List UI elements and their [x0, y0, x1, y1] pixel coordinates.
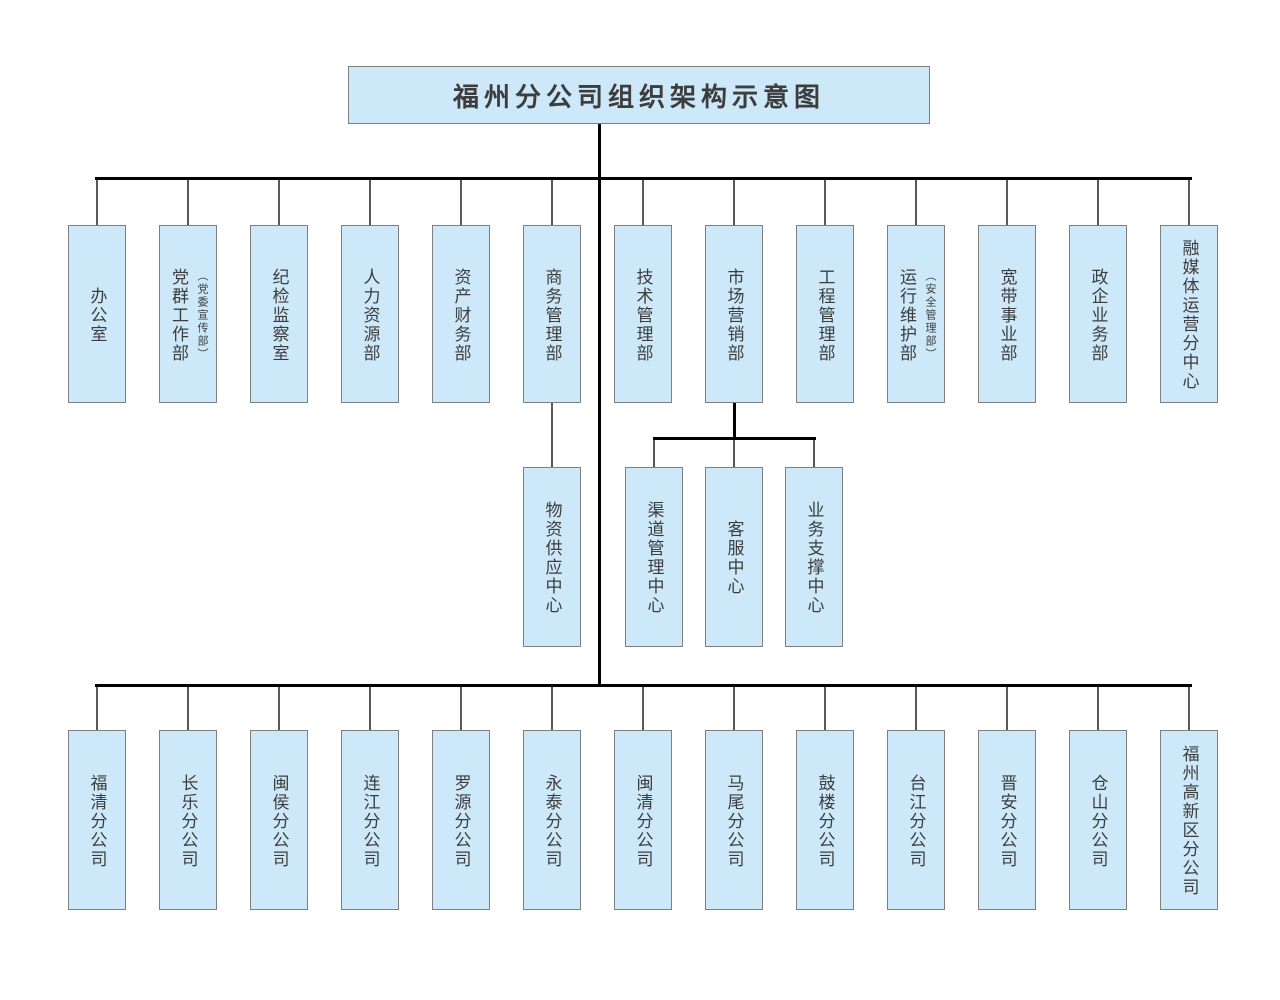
branch-riser-line — [278, 687, 280, 730]
branch-riser-line — [460, 687, 462, 730]
dept-riser-line — [1006, 180, 1008, 225]
dept-label: 党群工作部 — [169, 267, 188, 363]
market-children-line — [653, 437, 816, 440]
branch-box: 台江分公司 — [887, 730, 945, 910]
branch-riser-line — [1188, 687, 1190, 730]
dept-box: 政企业务部 — [1069, 225, 1127, 403]
branch-label: 台江分公司 — [906, 773, 926, 869]
title-box: 福州分公司组织架构示意图 — [348, 66, 930, 124]
branch-box: 鼓楼分公司 — [796, 730, 854, 910]
dept-label: 人力资源部 — [360, 267, 380, 363]
branch-riser-line — [551, 687, 553, 730]
dept-distribution-line — [95, 177, 1192, 180]
subcenter-riser-line — [813, 440, 815, 467]
subcenter-label: 业务支撑中心 — [804, 501, 824, 615]
branch-box: 晋安分公司 — [978, 730, 1036, 910]
subcenter-box: 渠道管理中心 — [625, 467, 683, 647]
dept-label: 商务管理部 — [542, 267, 562, 363]
subcenter-label: 渠道管理中心 — [644, 501, 664, 615]
branch-riser-line — [824, 687, 826, 730]
branch-box: 福清分公司 — [68, 730, 126, 910]
dept-riser-line — [915, 180, 917, 225]
branch-box: 长乐分公司 — [159, 730, 217, 910]
subcenter-label: 客服中心 — [724, 520, 744, 596]
dept-label: 资产财务部 — [451, 267, 471, 363]
branch-box: 福州高新区分公司 — [1160, 730, 1218, 910]
branch-label: 长乐分公司 — [178, 773, 198, 869]
dept-riser-line — [642, 180, 644, 225]
dept-riser-line — [1188, 180, 1190, 225]
dept-box: 宽带事业部 — [978, 225, 1036, 403]
branch-riser-line — [187, 687, 189, 730]
subcenter-riser-line — [653, 440, 655, 467]
subcenter-box: 客服中心 — [705, 467, 763, 647]
subcenter-box: 业务支撑中心 — [785, 467, 843, 647]
branch-label: 鼓楼分公司 — [815, 773, 835, 869]
branch-box: 连江分公司 — [341, 730, 399, 910]
branch-riser-line — [369, 687, 371, 730]
dept-box: 人力资源部 — [341, 225, 399, 403]
branch-label: 福州高新区分公司 — [1179, 745, 1199, 897]
branch-label: 福清分公司 — [87, 773, 107, 869]
org-trunk-line — [598, 124, 601, 687]
subcenter-riser-line — [551, 403, 553, 467]
subcenter-riser-line — [733, 440, 735, 467]
dept-box: 办公室 — [68, 225, 126, 403]
subcenter-box: 物资供应中心 — [523, 467, 581, 647]
dept-riser-line — [460, 180, 462, 225]
branch-riser-line — [915, 687, 917, 730]
branch-label: 永泰分公司 — [542, 773, 562, 869]
dept-riser-line — [369, 180, 371, 225]
dept-riser-line — [1097, 180, 1099, 225]
branch-label: 马尾分公司 — [724, 773, 744, 869]
dept-label: 宽带事业部 — [997, 267, 1017, 363]
dept-label: 办公室 — [87, 286, 107, 344]
branch-box: 闽侯分公司 — [250, 730, 308, 910]
dept-label: 纪检监察室 — [269, 267, 289, 363]
dept-annotation: （安全管理部） — [924, 269, 936, 361]
dept-riser-line — [824, 180, 826, 225]
branch-distribution-line — [95, 684, 1192, 687]
dept-box: 资产财务部 — [432, 225, 490, 403]
dept-box: 市场营销部 — [705, 225, 763, 403]
dept-label: 运行维护部 — [897, 267, 916, 363]
dept-box: 技术管理部 — [614, 225, 672, 403]
branch-box: 仓山分公司 — [1069, 730, 1127, 910]
dept-label: 市场营销部 — [724, 267, 744, 363]
branch-label: 晋安分公司 — [997, 773, 1017, 869]
dept-box: 商务管理部 — [523, 225, 581, 403]
dept-riser-line — [278, 180, 280, 225]
dept-riser-line — [96, 180, 98, 225]
branch-label: 闽侯分公司 — [269, 773, 289, 869]
dept-label: 技术管理部 — [633, 267, 653, 363]
dept-box: 党群工作部 （党委宣传部） — [159, 225, 217, 403]
subcenter-label: 物资供应中心 — [542, 501, 562, 615]
dept-box: 融媒体运营分中心 — [1160, 225, 1218, 403]
dept-annotation: （党委宣传部） — [196, 269, 208, 361]
dept-riser-line — [733, 180, 735, 225]
branch-box: 罗源分公司 — [432, 730, 490, 910]
branch-label: 闽清分公司 — [633, 773, 653, 869]
branch-riser-line — [1097, 687, 1099, 730]
branch-box: 马尾分公司 — [705, 730, 763, 910]
branch-label: 罗源分公司 — [451, 773, 471, 869]
branch-riser-line — [96, 687, 98, 730]
branch-riser-line — [642, 687, 644, 730]
branch-riser-line — [1006, 687, 1008, 730]
dept-label: 融媒体运营分中心 — [1179, 239, 1199, 391]
branch-label: 连江分公司 — [360, 773, 380, 869]
market-drop-line — [733, 403, 736, 440]
dept-riser-line — [187, 180, 189, 225]
dept-box: 运行维护部 （安全管理部） — [887, 225, 945, 403]
dept-box: 纪检监察室 — [250, 225, 308, 403]
dept-box: 工程管理部 — [796, 225, 854, 403]
branch-box: 闽清分公司 — [614, 730, 672, 910]
branch-box: 永泰分公司 — [523, 730, 581, 910]
dept-label: 政企业务部 — [1088, 267, 1108, 363]
chart-title: 福州分公司组织架构示意图 — [452, 81, 825, 112]
branch-label: 仓山分公司 — [1088, 773, 1108, 869]
dept-label: 工程管理部 — [815, 267, 835, 363]
branch-riser-line — [733, 687, 735, 730]
dept-riser-line — [551, 180, 553, 225]
